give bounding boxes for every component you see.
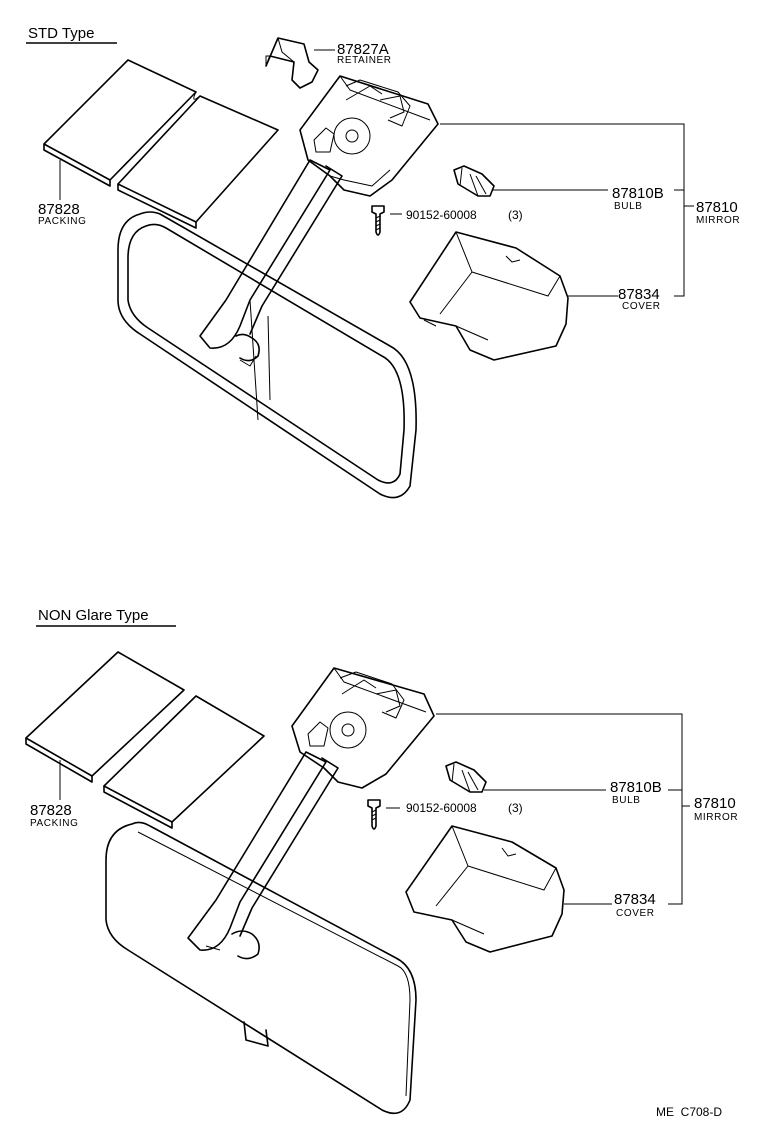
- ng-screw-quantity: (3): [508, 801, 523, 815]
- ng-packing-part-number: 87828: [30, 802, 72, 819]
- mirror-body: [117, 211, 417, 499]
- bulb-part-name: BULB: [614, 201, 643, 212]
- figure-code: ME C708-D: [656, 1105, 722, 1119]
- ng-mirror-bracket: [436, 713, 683, 905]
- ng-cover-part-number: 87834: [614, 891, 656, 908]
- bulb-part-number: 87810B: [612, 185, 664, 202]
- ng-screw-part: [367, 799, 381, 830]
- ng-mirror-body: [105, 821, 417, 1115]
- mirror-stay: [199, 159, 343, 367]
- retainer-part: [265, 37, 319, 89]
- screw-part: [371, 205, 385, 236]
- ng-screw-part-number: 90152-60008: [406, 801, 477, 815]
- ng-mount-housing: [291, 667, 435, 789]
- ng-cover-part: [405, 825, 565, 953]
- mirror-part-name: MIRROR: [696, 215, 740, 226]
- cover-part-number: 87834: [618, 286, 660, 303]
- packing-part-name: PACKING: [38, 216, 86, 227]
- packing-part: [43, 59, 279, 229]
- mount-housing: [299, 75, 439, 197]
- ng-bulb-part-number: 87810B: [610, 779, 662, 796]
- screw-part-number: 90152-60008: [406, 208, 477, 222]
- ng-mirror-part-name: MIRROR: [694, 812, 738, 823]
- bulb-part: [453, 165, 495, 197]
- cover-part-name: COVER: [622, 301, 661, 312]
- nonglare-type-title: NON Glare Type: [38, 607, 149, 624]
- ng-bulb-part: [445, 761, 487, 793]
- mirror-part-number: 87810: [696, 199, 738, 216]
- retainer-part-number: 87827A: [337, 41, 389, 58]
- ng-packing-part-name: PACKING: [30, 818, 78, 829]
- std-section: STD Type 87827A RETAINER 87828 PACKING: [26, 25, 740, 499]
- ng-bulb-part-name: BULB: [612, 795, 641, 806]
- ng-packing-part: [25, 651, 265, 829]
- nonglare-section: NON Glare Type 87828 PACKING: [25, 607, 738, 1115]
- ng-mirror-part-number: 87810: [694, 795, 736, 812]
- mirror-bracket: [440, 123, 685, 297]
- ng-cover-part-name: COVER: [616, 908, 655, 919]
- packing-part-number: 87828: [38, 201, 80, 218]
- std-type-title: STD Type: [28, 25, 94, 42]
- screw-quantity: (3): [508, 208, 523, 222]
- ng-mirror-stay: [187, 751, 339, 960]
- cover-part: [409, 231, 569, 361]
- retainer-part-name: RETAINER: [337, 55, 392, 66]
